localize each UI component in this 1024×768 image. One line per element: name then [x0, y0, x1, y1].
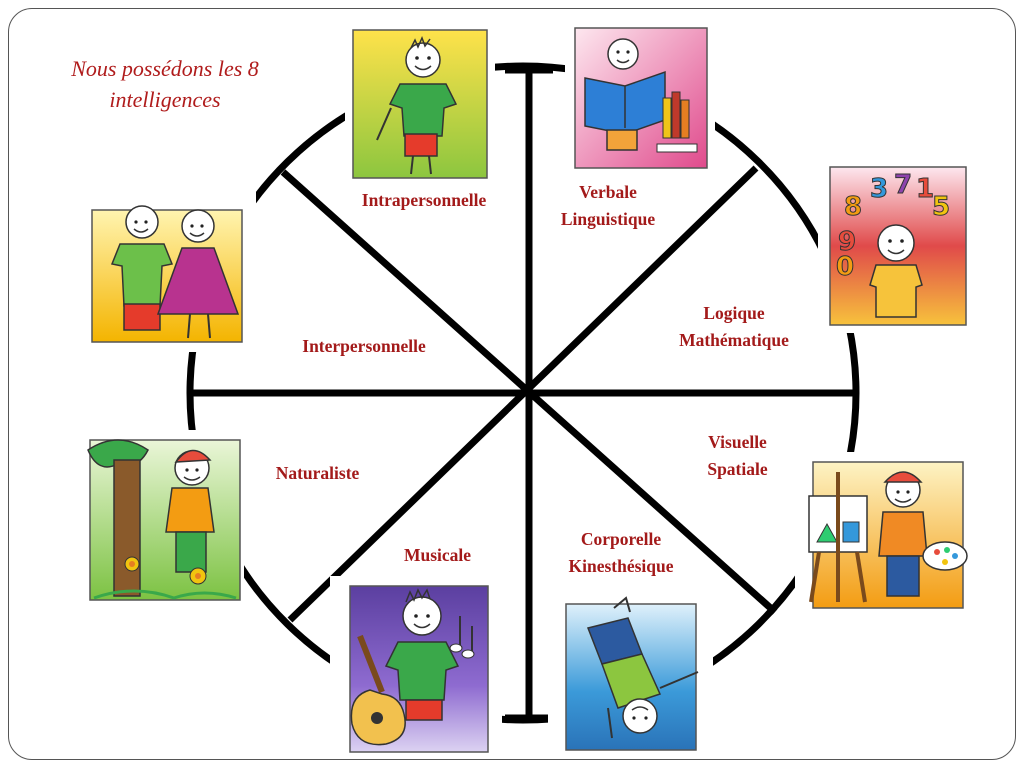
spoke-diagonal-b [287, 165, 759, 623]
label-naturaliste: Naturaliste [275, 463, 360, 483]
label-visuelle-spatiale: Visuelle Spatiale [707, 432, 768, 479]
svg-text:9: 9 [838, 227, 856, 257]
svg-text:8: 8 [844, 192, 862, 222]
svg-text:1: 1 [916, 174, 934, 204]
label-intrapersonnelle: Intrapersonnelle [361, 190, 487, 210]
label-verbale-linguistique: Verbale Linguistique [560, 182, 656, 229]
child-guitar-icon [330, 576, 502, 756]
slide-frame [8, 8, 1016, 760]
title-line-2: intelligences [109, 87, 221, 112]
label-logique-mathematique: Logique Mathématique [679, 303, 789, 350]
two-children-icon [84, 192, 256, 352]
svg-text:3: 3 [870, 174, 888, 204]
svg-text:0: 0 [836, 252, 854, 282]
child-standing-icon [345, 22, 495, 184]
svg-text:5: 5 [932, 192, 950, 222]
label-interpersonnelle: Interpersonnelle [302, 336, 426, 356]
child-tree-flowers-icon [84, 430, 244, 608]
child-painter-easel-icon [795, 452, 973, 616]
title-line-1: Nous possédons les 8 [71, 56, 259, 81]
svg-text:7: 7 [894, 170, 912, 200]
slide-title: Nous possédons les 8 intelligences [40, 53, 290, 115]
label-musicale: Musicale [403, 545, 472, 565]
child-numbers-icon: 0 9 8 3 7 1 5 [818, 155, 978, 333]
label-corporelle-kinesthesique: Corporelle Kinesthésique [568, 529, 674, 576]
child-reading-book-icon [565, 20, 715, 176]
child-cartwheel-icon [548, 588, 713, 756]
